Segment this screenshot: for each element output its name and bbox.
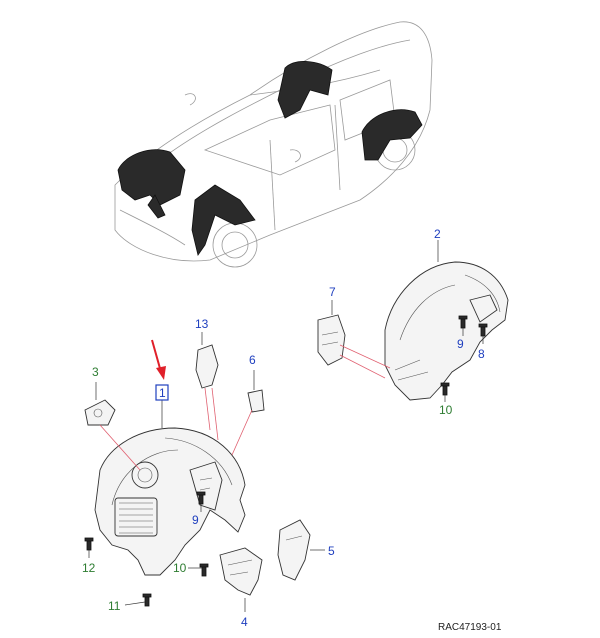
callout-9-upper[interactable]: 9 <box>457 337 464 351</box>
callout-1[interactable]: 1 <box>159 386 166 400</box>
vehicle-liner-rear-right <box>361 109 423 161</box>
fastener-10-upper[interactable] <box>440 382 450 396</box>
fastener-11[interactable] <box>142 593 152 607</box>
vehicle-liner-front-right <box>191 184 256 256</box>
callout-10-lower[interactable]: 10 <box>173 561 187 575</box>
part-3-plate[interactable] <box>84 399 116 426</box>
vehicle-liner-rear-left <box>277 61 333 119</box>
part-7-cover[interactable] <box>317 314 346 366</box>
callout-4[interactable]: 4 <box>241 615 248 629</box>
callout-6[interactable]: 6 <box>249 353 256 367</box>
callout-11[interactable]: 11 <box>108 599 121 613</box>
callout-8[interactable]: 8 <box>478 347 485 361</box>
rear-wheel-arch-liner[interactable] <box>384 261 509 401</box>
callout-5[interactable]: 5 <box>328 544 335 558</box>
callout-9-lower[interactable]: 9 <box>192 513 199 527</box>
vehicle-liner-front-left <box>117 149 186 219</box>
part-4-bracket[interactable] <box>219 547 263 596</box>
highlight-arrow <box>151 339 166 380</box>
part-13-bracket[interactable] <box>195 344 219 389</box>
callout-12[interactable]: 12 <box>82 561 96 575</box>
fastener-12[interactable] <box>84 537 94 551</box>
callout-3[interactable]: 3 <box>92 365 99 379</box>
reference-code: RAC47193-01 <box>438 622 502 633</box>
callout-13[interactable]: 13 <box>195 317 209 331</box>
fastener-10-lower[interactable] <box>199 563 209 577</box>
front-wheel-arch-liner[interactable] <box>94 427 246 576</box>
pink-leader-lines <box>99 344 391 471</box>
callout-7[interactable]: 7 <box>329 285 336 299</box>
part-5-bracket[interactable] <box>277 519 311 581</box>
fastener-9-upper[interactable] <box>458 315 468 329</box>
callout-2[interactable]: 2 <box>434 227 441 241</box>
leader-lines <box>88 240 484 612</box>
part-6-clip[interactable] <box>247 389 265 413</box>
callout-10-upper[interactable]: 10 <box>439 403 453 417</box>
callout-1-highlight-box <box>155 384 169 401</box>
